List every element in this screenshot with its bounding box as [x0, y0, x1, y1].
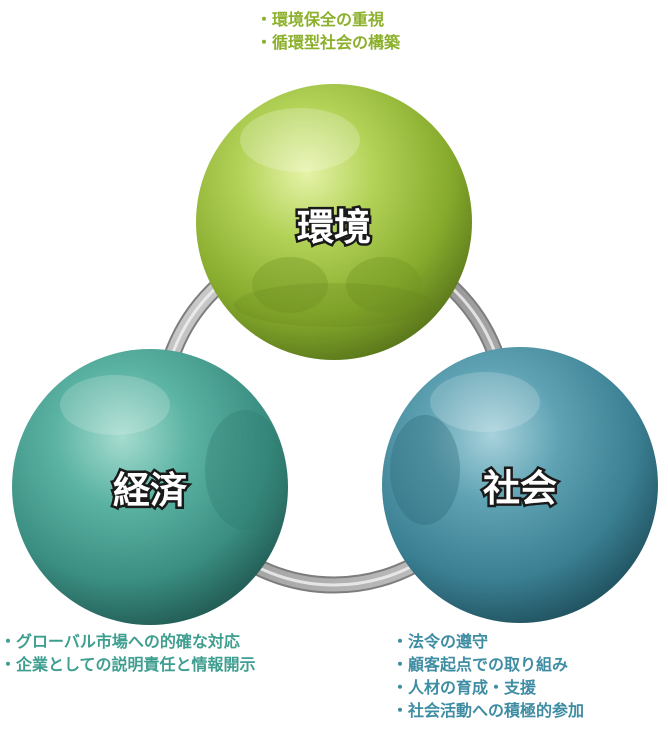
- society-bullet: ・法令の遵守: [392, 632, 489, 651]
- society-sphere: 社会: [382, 347, 658, 623]
- economy-bullets: ・グローバル市場への的確な対応 ・企業としての説明責任と情報開示: [0, 630, 256, 676]
- economy-bullet: ・グローバル市場への的確な対応: [0, 632, 240, 651]
- environment-bullets: ・環境保全の重視 ・循環型社会の構築: [256, 8, 400, 54]
- society-bullet: ・人材の育成・支援: [392, 678, 537, 697]
- society-bullets: ・法令の遵守 ・顧客起点での取り組み ・人材の育成・支援 ・社会活動への積極的参…: [392, 630, 584, 722]
- economy-label: 経済: [113, 469, 188, 512]
- economy-bullet: ・企業としての説明責任と情報開示: [0, 655, 256, 674]
- society-bullet: ・社会活動への積極的参加: [392, 701, 585, 720]
- society-bullet: ・顧客起点での取り組み: [392, 655, 569, 674]
- environment-label: 環境: [297, 206, 371, 249]
- environment-bullet: ・環境保全の重視: [256, 10, 385, 29]
- environment-sphere: 環境: [196, 84, 472, 360]
- society-label: 社会: [483, 467, 557, 510]
- economy-sphere: 経済: [12, 349, 288, 625]
- environment-bullet: ・循環型社会の構築: [256, 33, 401, 52]
